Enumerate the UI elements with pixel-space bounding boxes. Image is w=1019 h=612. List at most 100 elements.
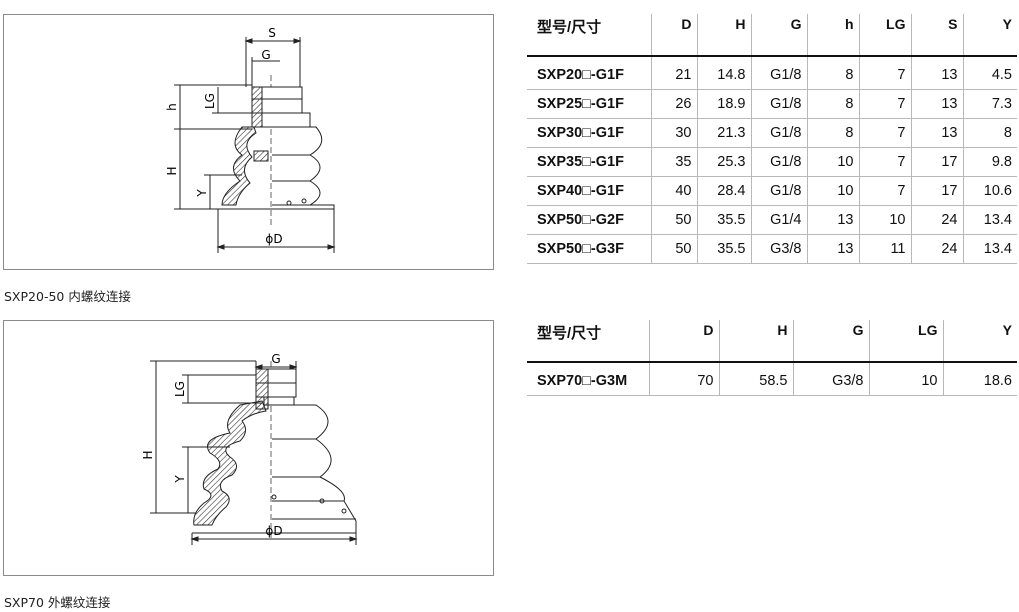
table-row: SXP50□-G3F 50 35.5 G3/8 13 11 24 13.4	[527, 234, 1017, 264]
table-cell: 58.5	[719, 362, 794, 396]
table-cell: 28.4	[697, 176, 752, 206]
model-cell: SXP50□-G2F	[527, 205, 652, 235]
table1-header: Y	[963, 14, 1017, 57]
table-cell: 70	[649, 362, 720, 396]
table-cell: 40	[651, 176, 698, 206]
table-cell: 50	[651, 205, 698, 235]
table2-header: 型号/尺寸	[527, 320, 650, 363]
table-cell: 24	[911, 234, 964, 264]
model-cell: SXP25□-G1F	[527, 89, 652, 119]
table-cell: 7	[859, 56, 912, 90]
table-cell: 18.9	[697, 89, 752, 119]
table-cell: 26	[651, 89, 698, 119]
model-cell: SXP20□-G1F	[527, 56, 652, 90]
table2-header: G	[793, 320, 870, 363]
table-cell: 10.6	[963, 176, 1017, 206]
table-cell: G3/8	[793, 362, 870, 396]
table2-header: H	[719, 320, 794, 363]
table1-header: S	[911, 14, 964, 57]
table-cell: 7	[859, 118, 912, 148]
dim-h-small-label: h	[165, 103, 179, 111]
spec-table-2: 型号/尺寸 D H G LG Y SXP70□-G3M 70 58.5 G3/8…	[527, 320, 1017, 396]
table-cell: G1/8	[751, 89, 808, 119]
table-cell: 50	[651, 234, 698, 264]
table-cell: 13	[911, 56, 964, 90]
table-cell: 10	[859, 205, 912, 235]
dim-y-label: Y	[195, 189, 209, 198]
dim-s-label: S	[268, 26, 276, 40]
table1-header: G	[751, 14, 808, 57]
table-cell: 18.6	[943, 362, 1017, 396]
table-cell: 35.5	[697, 205, 752, 235]
table-cell: G1/8	[751, 56, 808, 90]
dim2-H-label: H	[141, 450, 155, 459]
table-row: SXP20□-G1F 21 14.8 G1/8 8 7 13 4.5	[527, 56, 1017, 90]
table-cell: 25.3	[697, 147, 752, 177]
table-row: SXP30□-G1F 30 21.3 G1/8 8 7 13 8	[527, 118, 1017, 148]
table-cell: 21.3	[697, 118, 752, 148]
table-cell: 30	[651, 118, 698, 148]
table-cell: 17	[911, 176, 964, 206]
model-cell: SXP35□-G1F	[527, 147, 652, 177]
table-cell: G1/8	[751, 118, 808, 148]
table-cell: 13	[911, 89, 964, 119]
model-cell: SXP40□-G1F	[527, 176, 652, 206]
dim-g-label: G	[261, 48, 270, 62]
table1-header: 型号/尺寸	[527, 14, 652, 57]
table-cell: G1/4	[751, 205, 808, 235]
table1-header: LG	[859, 14, 912, 57]
table2-header: LG	[869, 320, 944, 363]
table-cell: G3/8	[751, 234, 808, 264]
spec-table-1: 型号/尺寸 D H G h LG S Y SXP20□-G1F 21 14.8 …	[527, 14, 1017, 264]
table1-header: D	[651, 14, 698, 57]
figure1-caption: SXP20-50 内螺纹连接	[4, 289, 131, 304]
table-cell: 13	[911, 118, 964, 148]
model-cell: SXP70□-G3M	[527, 362, 650, 396]
table-cell: 10	[807, 147, 860, 177]
table2-header: Y	[943, 320, 1017, 363]
figure2-drawing: G LG H Y ϕD	[141, 352, 358, 545]
table2-header-row: 型号/尺寸 D H G LG Y	[527, 320, 1017, 363]
table-cell: 7	[859, 89, 912, 119]
table1-header: H	[697, 14, 752, 57]
figure2-drawing-box: G LG H Y ϕD	[3, 320, 494, 576]
table1-header: h	[807, 14, 860, 57]
table-cell: 21	[651, 56, 698, 90]
table-cell: 13	[807, 234, 860, 264]
table-cell: 13.4	[963, 205, 1017, 235]
dim-d-label: ϕD	[265, 232, 282, 246]
table-cell: G1/8	[751, 176, 808, 206]
table-cell: 8	[807, 89, 860, 119]
table-cell: 35.5	[697, 234, 752, 264]
table-cell: 13.4	[963, 234, 1017, 264]
dim2-lg-label: LG	[173, 381, 187, 397]
table2-header: D	[649, 320, 720, 363]
dim2-y-label: Y	[173, 475, 187, 484]
table-cell: 7.3	[963, 89, 1017, 119]
table1-header-row: 型号/尺寸 D H G h LG S Y	[527, 14, 1017, 57]
table-row: SXP70□-G3M 70 58.5 G3/8 10 18.6	[527, 362, 1017, 396]
table-cell: 10	[869, 362, 944, 396]
table-cell: 11	[859, 234, 912, 264]
table-cell: 14.8	[697, 56, 752, 90]
table-cell: 8	[807, 118, 860, 148]
table-cell: 7	[859, 147, 912, 177]
table-cell: G1/8	[751, 147, 808, 177]
table-row: SXP25□-G1F 26 18.9 G1/8 8 7 13 7.3	[527, 89, 1017, 119]
table-row: SXP40□-G1F 40 28.4 G1/8 10 7 17 10.6	[527, 176, 1017, 206]
figure2-caption: SXP70 外螺纹连接	[4, 595, 111, 610]
dim-lg-label: LG	[203, 93, 217, 109]
figure1-drawing: S G h LG H Y ϕD	[165, 26, 336, 253]
model-cell: SXP50□-G3F	[527, 234, 652, 264]
table-row: SXP35□-G1F 35 25.3 G1/8 10 7 17 9.8	[527, 147, 1017, 177]
table-cell: 4.5	[963, 56, 1017, 90]
figure1-drawing-box: S G h LG H Y ϕD	[3, 14, 494, 270]
table-cell: 35	[651, 147, 698, 177]
table-cell: 9.8	[963, 147, 1017, 177]
table-cell: 24	[911, 205, 964, 235]
model-cell: SXP30□-G1F	[527, 118, 652, 148]
table-row: SXP50□-G2F 50 35.5 G1/4 13 10 24 13.4	[527, 205, 1017, 235]
table-cell: 13	[807, 205, 860, 235]
table-cell: 8	[807, 56, 860, 90]
table-cell: 7	[859, 176, 912, 206]
